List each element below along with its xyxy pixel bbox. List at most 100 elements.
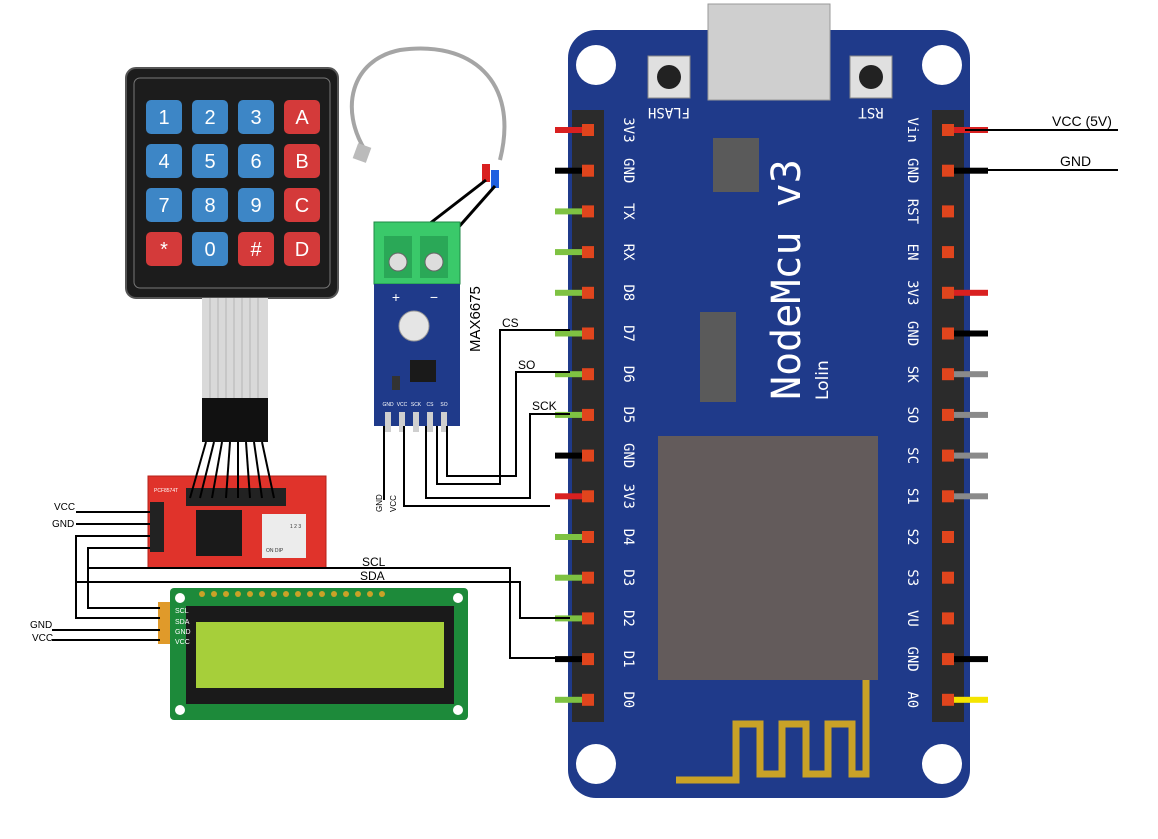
svg-text:1: 1 bbox=[158, 107, 169, 129]
pin-right-en: EN bbox=[904, 244, 954, 261]
lcd-pin-scl: SCL bbox=[175, 608, 189, 615]
pin-right-sk: SK bbox=[904, 366, 988, 383]
board-subtitle: Lolin bbox=[813, 360, 833, 400]
label-sck: SCK bbox=[532, 399, 557, 413]
pin-left-d3: D3 bbox=[555, 569, 636, 586]
pin-right-s3: S3 bbox=[904, 569, 954, 586]
wire-so bbox=[446, 371, 570, 477]
svg-text:9: 9 bbox=[250, 195, 261, 217]
svg-text:SO: SO bbox=[904, 406, 920, 423]
lcd-header-pin bbox=[247, 591, 253, 597]
svg-text:D8: D8 bbox=[620, 284, 636, 301]
mounting-hole bbox=[576, 744, 616, 784]
lcd-header-pin bbox=[379, 591, 385, 597]
lcd-header-pin bbox=[295, 591, 301, 597]
svg-text:D0: D0 bbox=[620, 691, 636, 708]
lcd-header-pin bbox=[199, 591, 205, 597]
pin-left-d7: D7 bbox=[555, 325, 636, 342]
label-sensor-gnd: GND bbox=[375, 494, 384, 512]
pin-left-d1: D1 bbox=[555, 651, 636, 668]
label-sda: SDA bbox=[360, 569, 385, 583]
label-gnd-right: GND bbox=[1060, 153, 1091, 169]
sensor-pin-sck: SCK bbox=[411, 402, 422, 432]
thermocouple-red-lead bbox=[482, 164, 490, 182]
rst-button bbox=[849, 55, 893, 99]
board-title: NodeMcu v3 bbox=[764, 159, 810, 400]
sensor-pin-so: SO bbox=[440, 402, 448, 432]
keypad-key-B: B bbox=[284, 144, 320, 178]
keypad-key-#: # bbox=[238, 232, 274, 266]
svg-text:S2: S2 bbox=[904, 529, 920, 546]
wire-sck bbox=[425, 413, 570, 499]
svg-text:8: 8 bbox=[204, 195, 215, 217]
svg-text:GND: GND bbox=[904, 158, 920, 183]
svg-text:RX: RX bbox=[620, 244, 636, 261]
pin-right-s1: S1 bbox=[904, 488, 988, 505]
keypad-ribbon bbox=[202, 298, 268, 398]
wire-sensor-vcc-stub bbox=[403, 426, 550, 507]
mounting-hole bbox=[922, 744, 962, 784]
svg-text:D6: D6 bbox=[620, 366, 636, 383]
lcd-header-pin bbox=[307, 591, 313, 597]
svg-text:SCK: SCK bbox=[411, 402, 422, 408]
nodemcu-board: FLASH RST NodeMcu v3 Lolin 3V3GNDTXRXD8D… bbox=[555, 3, 988, 798]
thermocouple-probe bbox=[349, 46, 507, 256]
esp8266-module bbox=[658, 436, 878, 680]
svg-text:D2: D2 bbox=[620, 610, 636, 627]
wire-sda bbox=[76, 581, 570, 619]
keypad-key-D: D bbox=[284, 232, 320, 266]
svg-text:S1: S1 bbox=[904, 488, 920, 505]
lcd-header-pin bbox=[283, 591, 289, 597]
pin-right-rst: RST bbox=[904, 199, 954, 225]
pin-left-d0: D0 bbox=[555, 691, 636, 708]
svg-text:SO: SO bbox=[440, 402, 447, 408]
sensor-pin-gnd: GND bbox=[382, 402, 394, 432]
svg-text:0: 0 bbox=[204, 239, 215, 261]
lcd-pin-sda: SDA bbox=[175, 619, 190, 626]
pin-right-vu: VU bbox=[904, 610, 954, 627]
keypad-key-0: 0 bbox=[192, 232, 228, 266]
svg-text:RST: RST bbox=[904, 199, 920, 225]
lcd-header-pin bbox=[235, 591, 241, 597]
label-scl: SCL bbox=[362, 555, 386, 569]
svg-text:3: 3 bbox=[250, 107, 261, 129]
sensor-pin-cs: CS bbox=[427, 402, 434, 432]
lcd-header-pin bbox=[211, 591, 217, 597]
voltage-regulator-chip bbox=[713, 138, 759, 192]
keypad-key-4: 4 bbox=[146, 144, 182, 178]
svg-text:C: C bbox=[295, 195, 309, 217]
keypad-key-9: 9 bbox=[238, 188, 274, 222]
svg-text:S3: S3 bbox=[904, 569, 920, 586]
keypad-key-7: 7 bbox=[146, 188, 182, 222]
lcd-header-pin bbox=[259, 591, 265, 597]
label-i2c-gnd: GND bbox=[52, 519, 74, 530]
svg-text:B: B bbox=[295, 151, 308, 173]
wire-i2c-sda-lcd bbox=[75, 535, 160, 619]
svg-text:D1: D1 bbox=[620, 651, 636, 668]
svg-text:GND: GND bbox=[904, 646, 920, 671]
svg-text:3V3: 3V3 bbox=[620, 484, 636, 509]
mounting-hole bbox=[576, 45, 616, 85]
svg-text:A: A bbox=[295, 107, 309, 129]
pcf8574-chip bbox=[196, 510, 242, 556]
svg-text:D: D bbox=[295, 239, 309, 261]
svg-text:D3: D3 bbox=[620, 569, 636, 586]
label-sensor-vcc: VCC bbox=[389, 495, 398, 512]
label-cs: CS bbox=[502, 316, 519, 330]
pin-right-so: SO bbox=[904, 406, 988, 423]
mounting-hole bbox=[922, 45, 962, 85]
pin-right-3v3: 3V3 bbox=[904, 280, 988, 305]
pin-left-d6: D6 bbox=[555, 366, 636, 383]
svg-text:3V3: 3V3 bbox=[620, 117, 636, 142]
flash-label: FLASH bbox=[648, 104, 690, 120]
antenna-trace bbox=[676, 680, 870, 784]
lcd-pin-header bbox=[158, 602, 170, 644]
pin-right-sc: SC bbox=[904, 447, 988, 464]
svg-text:7: 7 bbox=[158, 195, 169, 217]
dip-switch bbox=[262, 514, 306, 558]
keypad-key-*: * bbox=[146, 232, 182, 266]
